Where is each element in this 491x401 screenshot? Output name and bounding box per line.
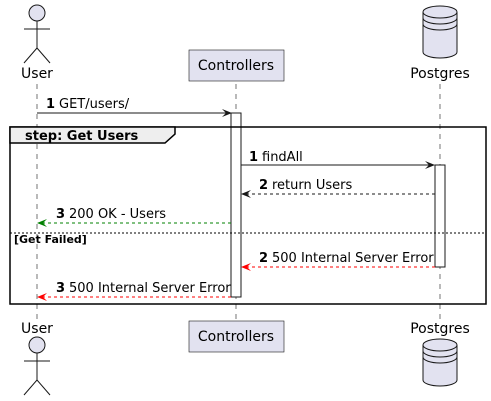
group-title-tab [9,126,176,144]
message-number: 3 [56,207,65,222]
message-label: 500 Internal Server Error [69,281,231,296]
participant-controllers-bottom: Controllers [198,329,274,345]
message-number: 2 [259,251,268,266]
message-label: GET/users/ [59,97,130,112]
message-number: 1 [46,97,55,112]
group-title: step: Get Users [25,129,139,144]
message-number: 2 [259,178,268,193]
database-icon [422,5,458,59]
message-label: findAll [262,150,303,165]
postgres-activation [434,164,446,268]
participant-user-top: User [21,66,53,82]
message-label: 200 OK - Users [69,207,166,222]
user-actor-icon [23,4,51,64]
participant-controllers-top: Controllers [198,58,274,74]
message-label: return Users [272,178,353,193]
user-actor-icon [23,336,51,396]
controllers-activation [230,112,242,298]
message-number: 1 [249,150,258,165]
participant-postgres-top: Postgres [410,66,470,82]
database-icon [422,338,458,387]
message-label: 500 Internal Server Error [272,251,434,266]
participant-user-bottom: User [21,321,53,337]
participant-postgres-bottom: Postgres [410,321,470,337]
else-label: [Get Failed] [14,233,87,246]
participant-controllers-box-top [188,49,285,82]
group-frame [9,126,487,305]
message-number: 3 [56,281,65,296]
participant-controllers-box-bottom [188,320,285,353]
